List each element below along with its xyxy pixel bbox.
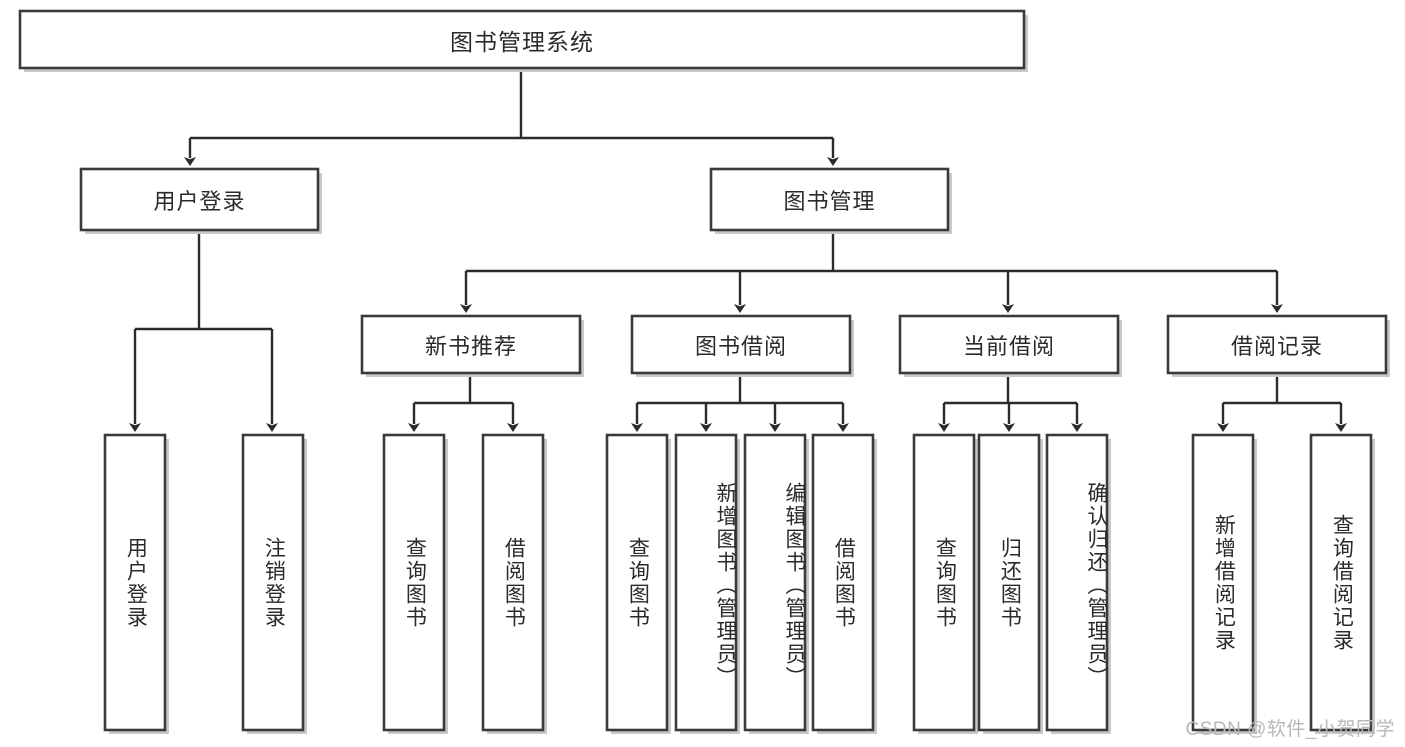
node-leaf-user-login[interactable] <box>103 433 169 734</box>
node-leaf-edit-book[interactable] <box>743 433 809 734</box>
node-leaf-query-book-1[interactable] <box>382 433 448 734</box>
node-root[interactable] <box>18 9 1028 72</box>
edge-currentborrow-to-leaves <box>938 377 1083 432</box>
node-leaf-query-book-3[interactable] <box>912 433 978 734</box>
node-leaf-query-record[interactable] <box>1309 433 1375 734</box>
edge-borrowrecord-to-leaves <box>1217 377 1347 432</box>
node-book-manage[interactable] <box>709 167 952 234</box>
edge-bookborrow-to-leaves <box>631 377 849 432</box>
node-leaf-borrow-book-1[interactable] <box>481 433 547 734</box>
node-user-login[interactable] <box>79 167 322 234</box>
node-current-borrow[interactable] <box>898 314 1122 377</box>
node-book-borrow[interactable] <box>630 314 854 377</box>
csdn-watermark: CSDN @软件_小贺同学 <box>1185 719 1395 740</box>
node-leaf-add-record[interactable] <box>1191 433 1257 734</box>
node-borrow-record[interactable] <box>1166 314 1390 377</box>
node-leaf-confirm-return[interactable] <box>1045 433 1111 734</box>
edge-newbook-to-leaves <box>408 377 519 432</box>
edge-userlogin-to-leaves <box>129 234 278 432</box>
node-leaf-borrow-book-2[interactable] <box>811 433 877 734</box>
node-leaf-query-book-2[interactable] <box>605 433 671 734</box>
node-new-book-recommend[interactable] <box>360 314 584 377</box>
edge-bookmanage-to-level2 <box>460 234 1283 313</box>
node-leaf-user-logout[interactable] <box>241 433 307 734</box>
node-leaf-add-book[interactable] <box>674 433 740 734</box>
node-leaf-return-book[interactable] <box>977 433 1043 734</box>
edge-root-to-level1 <box>184 68 839 166</box>
